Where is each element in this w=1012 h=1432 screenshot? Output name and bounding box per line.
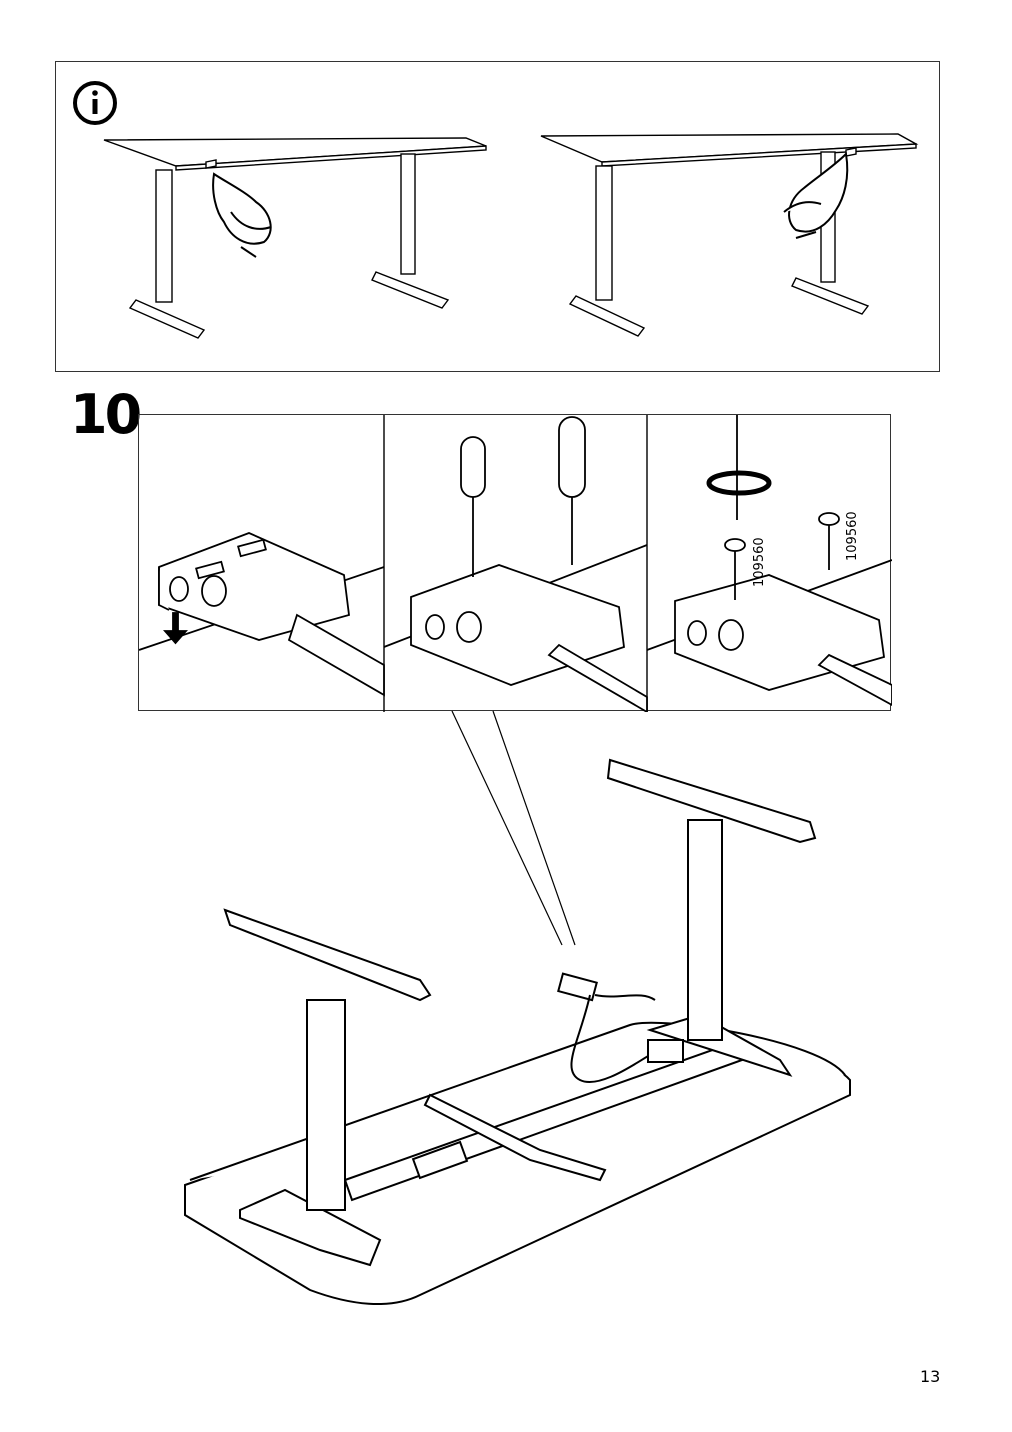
info-icon [73, 81, 117, 125]
desk-raised-illustration [540, 133, 919, 337]
screwdriver-marking-view [383, 416, 648, 712]
screw-icon [724, 512, 840, 600]
step-number: 10 [70, 383, 142, 446]
info-panel-illustration [73, 81, 919, 339]
arrow-down-icon [163, 612, 188, 645]
info-panel [55, 61, 940, 372]
screwdriver-icon [460, 416, 586, 577]
desk-frame-upside-down [184, 758, 851, 1305]
connector-placement-view [139, 532, 385, 697]
detail-panel-illustration [139, 415, 892, 712]
page-number: 13 [920, 1367, 941, 1386]
rotate-clockwise-icon [706, 415, 772, 520]
detail-panel: 109560 109560 [138, 414, 892, 712]
screw-fastening-view [646, 415, 892, 707]
hand-pulling-up-icon [783, 151, 849, 239]
desk-lowered-illustration [103, 137, 487, 339]
hand-pressing-down-icon [212, 172, 272, 258]
